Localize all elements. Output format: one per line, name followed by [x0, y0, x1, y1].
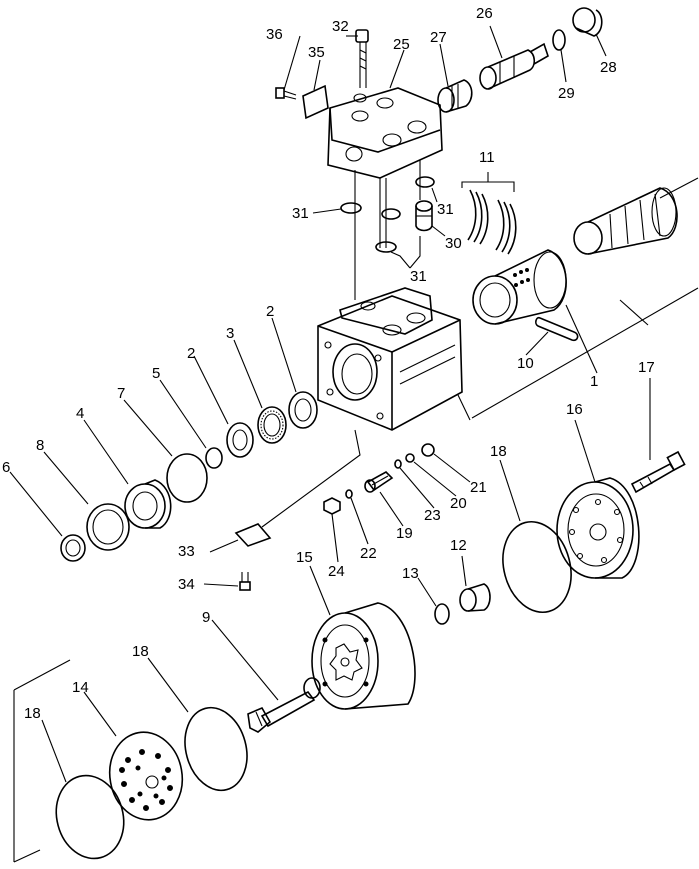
- leader-lines: [9, 25, 651, 783]
- label-part-32: 32: [332, 18, 349, 35]
- label-part-30: 30: [445, 235, 462, 252]
- label-part-11: 11: [479, 149, 495, 166]
- label-part-2-lower: 2: [187, 345, 195, 362]
- part-15-gerotor-set: [311, 602, 416, 710]
- part-17-long-bolt: [630, 450, 686, 494]
- part-35-plate: [302, 84, 329, 120]
- label-part-27: 27: [430, 29, 447, 46]
- label-part-18-right: 18: [490, 443, 507, 460]
- label-part-18-left: 18: [24, 705, 41, 722]
- label-part-8: 8: [36, 437, 44, 454]
- part-19-relief-screw: [364, 471, 394, 493]
- part-22-o-ring: [345, 489, 353, 499]
- part-18-o-ring-left: [55, 774, 125, 860]
- part-33-plate: [234, 523, 272, 547]
- part-32-socket-bolt: [355, 29, 369, 88]
- part-input-spool-splined: [573, 187, 678, 255]
- part-11-leaf-springs: [467, 189, 517, 255]
- label-part-34: 34: [178, 576, 195, 593]
- part-2-thrust-washer-right: [288, 391, 318, 429]
- part-29-o-ring: [552, 29, 566, 51]
- part-27-plug-sleeve: [437, 79, 473, 113]
- label-part-25: 25: [393, 36, 410, 53]
- label-part-6: 6: [2, 459, 10, 476]
- part-9-drive-shaft: [247, 677, 321, 733]
- label-part-31-right: 31: [437, 201, 454, 218]
- label-part-23: 23: [424, 507, 441, 524]
- label-part-10: 10: [517, 355, 534, 372]
- label-part-18-middle: 18: [132, 643, 149, 660]
- label-part-7: 7: [117, 385, 125, 402]
- part-21-ball-seat: [421, 443, 435, 457]
- label-part-28: 28: [600, 59, 617, 76]
- part-1-sleeve: [472, 249, 567, 325]
- label-part-1: 1: [590, 373, 598, 390]
- label-part-22: 22: [360, 545, 377, 562]
- group-boundary-lines: [13, 177, 699, 863]
- part-13-spacer-ring: [434, 603, 450, 625]
- label-part-14: 14: [72, 679, 89, 696]
- main-housing: [317, 287, 463, 431]
- part-20-ball: [405, 453, 415, 463]
- part-28-plug: [572, 7, 603, 37]
- part-12-spacer: [459, 583, 491, 612]
- part-10-pin: [535, 316, 579, 342]
- part-14-port-plate: [108, 731, 184, 821]
- part-36-screw: [275, 87, 297, 100]
- part-18-o-ring-middle: [184, 706, 248, 792]
- label-part-12: 12: [450, 537, 467, 554]
- label-part-16: 16: [566, 401, 583, 418]
- label-part-13: 13: [402, 565, 419, 582]
- part-8-washer: [86, 503, 130, 551]
- label-part-31-lower: 31: [410, 268, 427, 285]
- label-part-9: 9: [202, 609, 210, 626]
- part-5-o-ring-small: [205, 447, 223, 469]
- label-part-26: 26: [476, 5, 493, 22]
- part-31-o-rings: [340, 176, 435, 253]
- part-7-o-ring: [166, 453, 208, 503]
- label-part-24: 24: [328, 563, 345, 580]
- part-3-needle-bearing: [257, 406, 287, 444]
- label-part-29: 29: [558, 85, 575, 102]
- assembly-guide-lines: [354, 160, 421, 300]
- part-4-bushing: [124, 479, 172, 529]
- label-part-3: 3: [226, 325, 234, 342]
- part-18-o-ring-right: [502, 520, 572, 614]
- label-part-20: 20: [450, 495, 467, 512]
- part-number-labels: 36 32 35 25 27 26 28 29 11 31 31 30 31 2…: [2, 5, 655, 722]
- label-part-4: 4: [76, 405, 84, 422]
- label-part-35: 35: [308, 44, 325, 61]
- label-part-2-upper: 2: [266, 303, 274, 320]
- label-part-15: 15: [296, 549, 313, 566]
- part-2-thrust-washer-left: [226, 422, 254, 458]
- part-6-seal: [60, 534, 86, 562]
- part-24-nut: [323, 497, 341, 515]
- part-25-valve-cover: [327, 87, 443, 179]
- label-part-21: 21: [470, 479, 487, 496]
- label-part-33: 33: [178, 543, 195, 560]
- label-part-17: 17: [638, 359, 655, 376]
- part-34-screw: [239, 572, 251, 591]
- part-30-check-valve: [415, 200, 433, 232]
- label-part-5: 5: [152, 365, 160, 382]
- label-part-19: 19: [396, 525, 413, 542]
- part-26-spool: [479, 42, 549, 90]
- label-part-36: 36: [266, 26, 283, 43]
- part-23-o-ring: [394, 459, 402, 469]
- label-part-31-left: 31: [292, 205, 309, 222]
